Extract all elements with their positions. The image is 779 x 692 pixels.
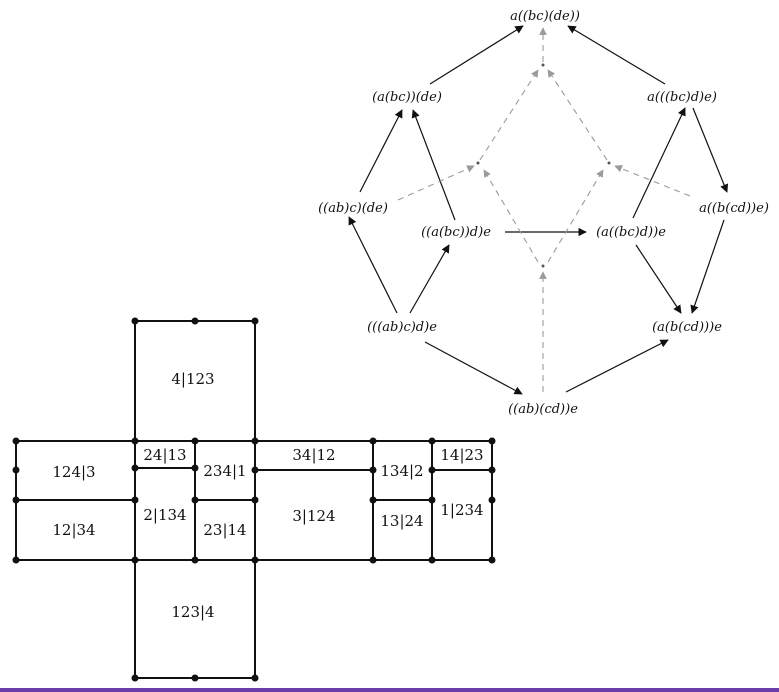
polytope-labels: a((bc)(de)) (a(bc))(de) a(((bc)d)e) ((ab… bbox=[318, 9, 769, 417]
dot-left bbox=[476, 161, 480, 165]
node-cl: ((a(bc))d)e bbox=[421, 225, 491, 240]
vertex bbox=[369, 556, 377, 564]
vertex bbox=[251, 674, 259, 682]
vertex bbox=[191, 556, 199, 564]
edge-l-ul bbox=[359, 109, 403, 193]
vertex bbox=[428, 496, 436, 504]
vertex bbox=[251, 496, 259, 504]
node-bl: (((ab)c)d)e bbox=[367, 320, 437, 335]
cell-14-23: 14|23 bbox=[440, 446, 483, 464]
node-bottom: ((ab)(cd))e bbox=[508, 402, 578, 417]
vertex bbox=[131, 464, 139, 472]
vertex bbox=[428, 556, 436, 564]
cell-134-2: 134|2 bbox=[380, 462, 423, 480]
vertex bbox=[131, 496, 139, 504]
polytope-diagram: a((bc)(de)) (a(bc))(de) a(((bc)d)e) ((ab… bbox=[318, 9, 769, 417]
vertex bbox=[488, 466, 496, 474]
edge-bl-cl bbox=[409, 244, 450, 314]
node-br: (a(b(cd)))e bbox=[652, 320, 722, 335]
vertex bbox=[488, 556, 496, 564]
polytope-dashed-edges bbox=[397, 27, 691, 392]
cell-13-24: 13|24 bbox=[380, 512, 423, 530]
net-labels: 4|123 124|3 24|13 234|1 34|12 134|2 14|2… bbox=[52, 370, 483, 621]
dot-right bbox=[607, 161, 611, 165]
vertex bbox=[251, 466, 259, 474]
cell-124-3: 124|3 bbox=[52, 463, 95, 481]
vertex bbox=[488, 496, 496, 504]
edge-bl-bottom bbox=[424, 341, 523, 395]
node-r: a((b(cd))e) bbox=[699, 201, 769, 216]
vertex bbox=[369, 437, 377, 445]
dash-r-right bbox=[614, 164, 691, 197]
dash-mid-right bbox=[547, 169, 604, 263]
vertex bbox=[251, 317, 259, 325]
cell-23-14: 23|14 bbox=[203, 521, 246, 539]
dash-right-center bbox=[547, 69, 608, 161]
vertex bbox=[251, 556, 259, 564]
edge-ur-top bbox=[567, 25, 666, 85]
node-cr: (a((bc)d))e bbox=[596, 225, 666, 240]
vertex bbox=[131, 437, 139, 445]
node-ur: a(((bc)d)e) bbox=[647, 90, 717, 105]
edge-ul-top bbox=[429, 25, 524, 85]
cell-34-12: 34|12 bbox=[292, 446, 335, 464]
vertex bbox=[12, 556, 20, 564]
vertex bbox=[191, 437, 199, 445]
edge-cl-ul bbox=[411, 109, 456, 221]
cell-1-234: 1|234 bbox=[440, 501, 483, 519]
vertex bbox=[428, 437, 436, 445]
dot-top bbox=[541, 63, 545, 67]
edge-cr-br bbox=[635, 244, 682, 314]
vertex bbox=[12, 466, 20, 474]
polytope-center-dots bbox=[476, 63, 611, 268]
net-diagram: 4|123 124|3 24|13 234|1 34|12 134|2 14|2… bbox=[12, 317, 496, 682]
vertex bbox=[191, 464, 199, 472]
cell-123-4: 123|4 bbox=[171, 603, 214, 621]
vertex bbox=[131, 556, 139, 564]
vertex bbox=[191, 317, 199, 325]
vertex bbox=[369, 466, 377, 474]
polytope-solid-edges bbox=[348, 25, 729, 395]
edge-cr-ur bbox=[632, 107, 686, 219]
vertex bbox=[428, 466, 436, 474]
vertex bbox=[488, 437, 496, 445]
vertex bbox=[369, 496, 377, 504]
vertex bbox=[251, 437, 259, 445]
vertex bbox=[131, 317, 139, 325]
vertex bbox=[191, 674, 199, 682]
cell-2-134: 2|134 bbox=[143, 506, 186, 524]
node-ul: (a(bc))(de) bbox=[372, 90, 442, 105]
cell-234-1: 234|1 bbox=[203, 462, 246, 480]
dash-mid-left bbox=[483, 169, 539, 263]
vertex bbox=[191, 496, 199, 504]
cell-4-123: 4|123 bbox=[171, 370, 214, 388]
edge-ur-r bbox=[692, 107, 729, 193]
cell-3-124: 3|124 bbox=[292, 507, 335, 525]
vertex bbox=[12, 437, 20, 445]
net-vertices bbox=[12, 317, 496, 682]
node-top: a((bc)(de)) bbox=[510, 9, 580, 24]
dash-l-left bbox=[397, 165, 475, 201]
vertex bbox=[131, 674, 139, 682]
cell-12-34: 12|34 bbox=[52, 521, 95, 539]
edge-r-br bbox=[690, 219, 725, 314]
dot-mid bbox=[541, 264, 545, 268]
dash-left-center bbox=[479, 69, 539, 161]
vertex bbox=[12, 496, 20, 504]
cell-24-13: 24|13 bbox=[143, 446, 186, 464]
bottom-accent-bar bbox=[0, 688, 779, 692]
node-l: ((ab)c)(de) bbox=[318, 201, 388, 216]
edge-bl-l bbox=[348, 216, 398, 314]
edge-bottom-br bbox=[565, 339, 669, 393]
